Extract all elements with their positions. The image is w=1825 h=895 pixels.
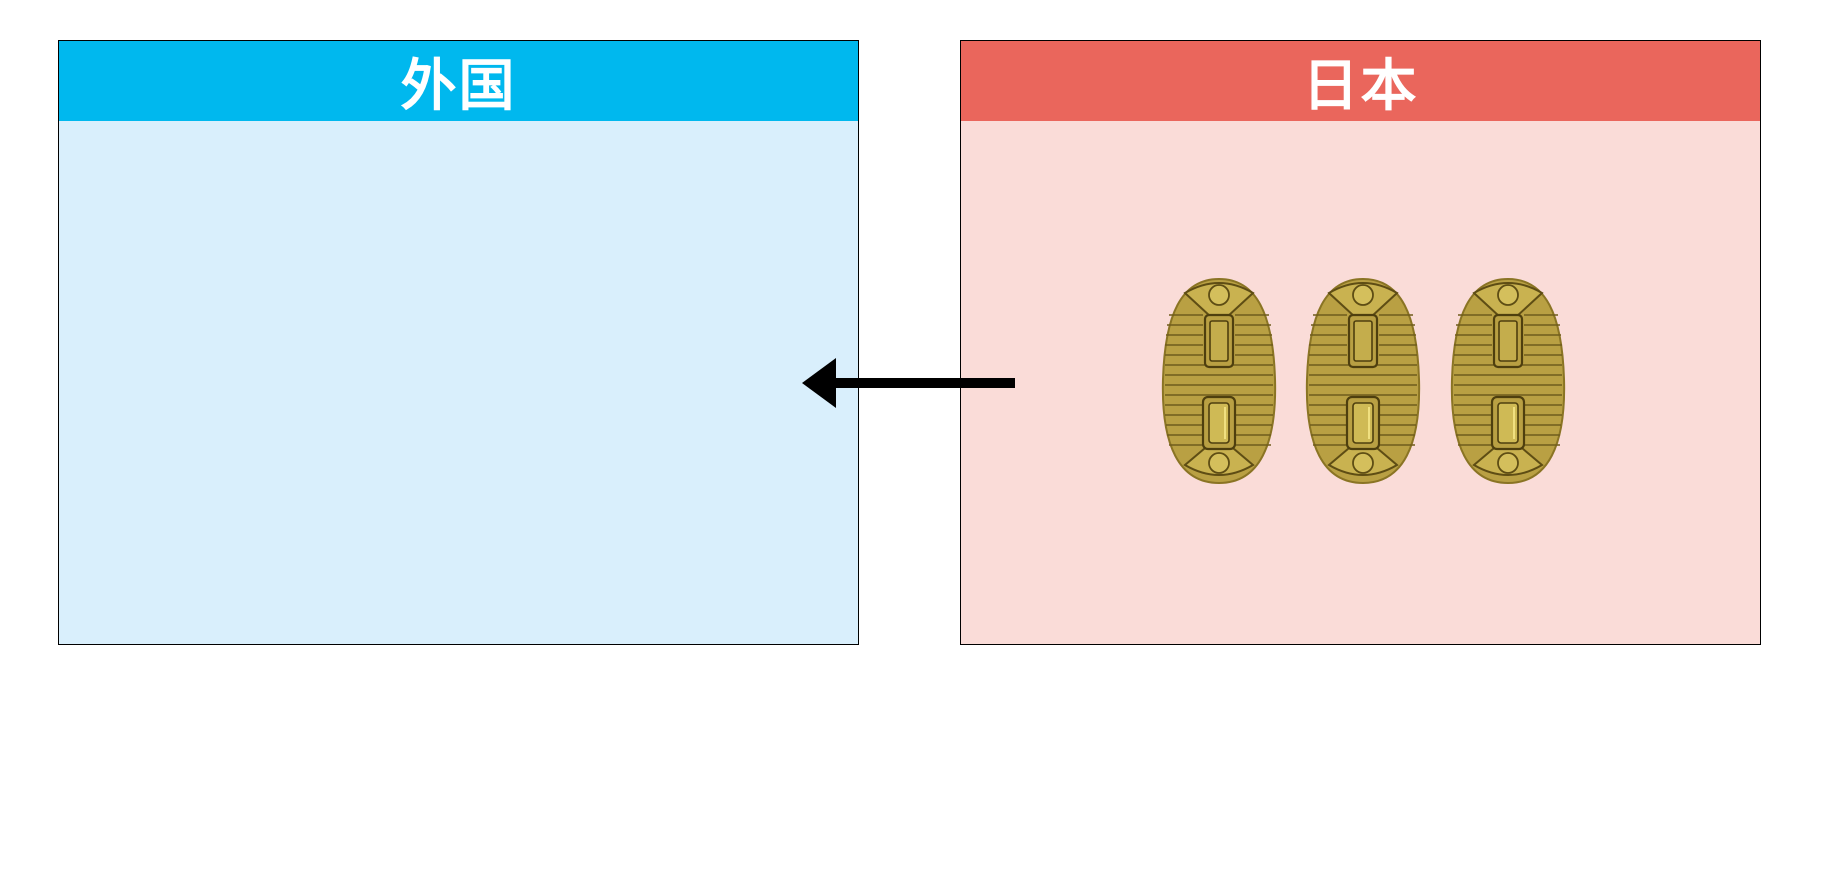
koban-gold-coin-icon [1161,275,1277,487]
koban-gold-coin-icon [1450,275,1566,487]
arrow-left-icon [800,355,1020,411]
foreign-panel: 外国 [58,40,859,645]
foreign-panel-title: 外国 [59,41,858,121]
koban-gold-coin-icon [1305,275,1421,487]
japan-panel: 日本 [960,40,1761,645]
japan-panel-title: 日本 [961,41,1760,121]
